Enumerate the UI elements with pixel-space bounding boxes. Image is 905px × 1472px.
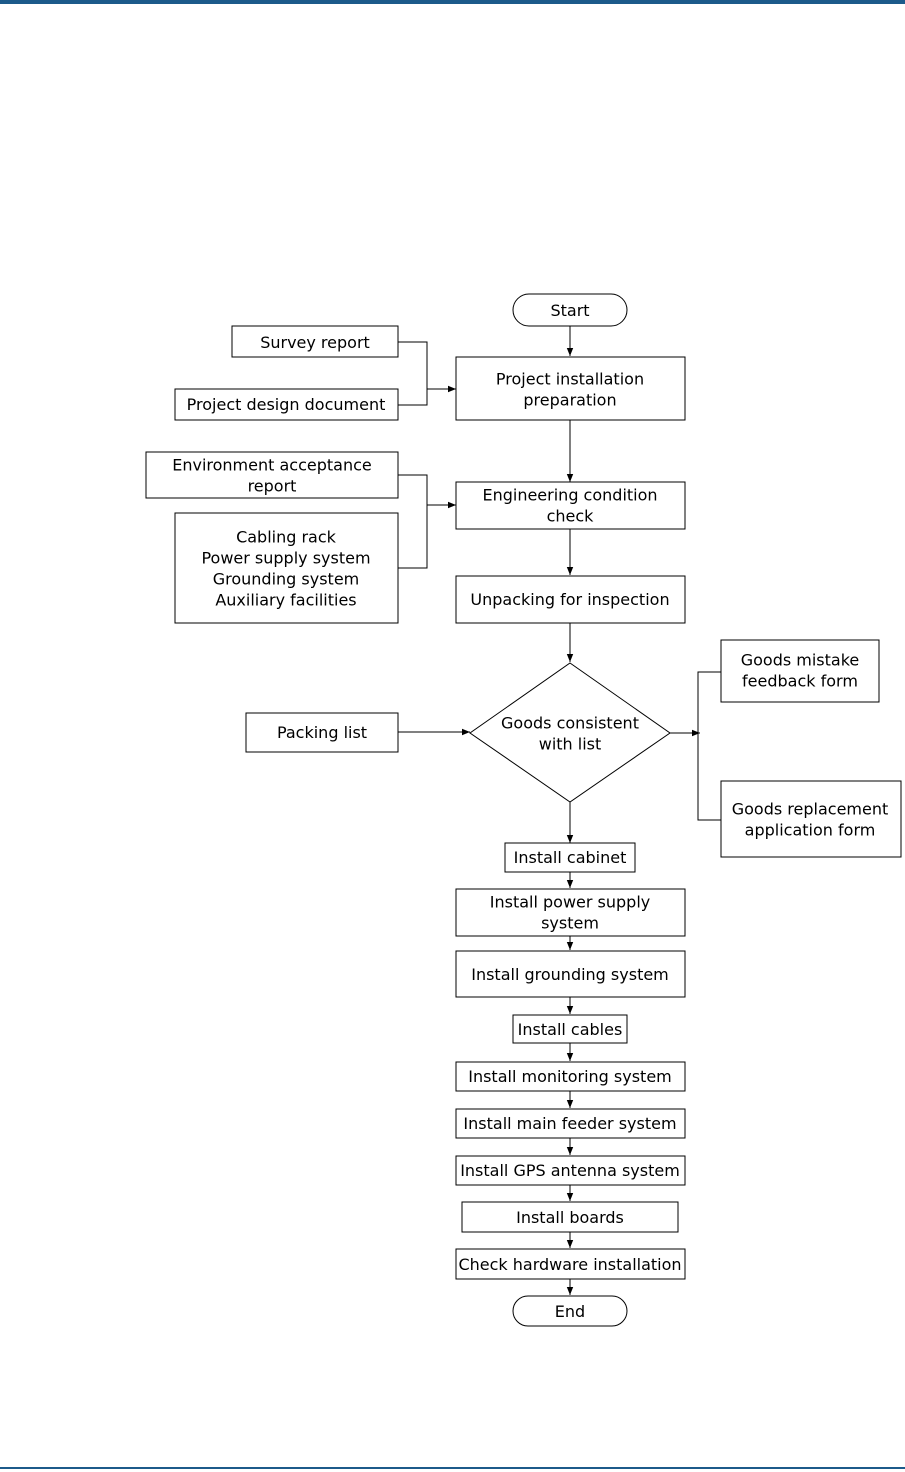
label-line: Survey report: [260, 333, 370, 352]
start-label: Start: [550, 301, 589, 320]
installation-preparation-box: Project installation preparation: [455, 356, 686, 421]
label-line: Engineering condition: [482, 486, 657, 505]
label-line: Project installation: [496, 370, 644, 389]
design-doc-label: Project design document: [187, 395, 386, 414]
label-line: Project design document: [187, 395, 386, 414]
start-node: Start: [512, 293, 628, 327]
label-line: Grounding system: [213, 570, 360, 589]
end-node: End: [512, 1295, 628, 1327]
label-line: preparation: [523, 391, 616, 410]
design-document-box: Project design document: [174, 388, 399, 421]
label-line: Goods mistake: [741, 651, 860, 670]
check-hardware-box: Check hardware installation: [455, 1248, 686, 1280]
install-power-label: Install power supply system: [490, 893, 651, 933]
engineering-check-box: Engineering condition check: [455, 481, 686, 530]
env-report-label: Environment acceptance report: [172, 456, 372, 496]
install-power-box: Install power supply system: [455, 888, 686, 937]
label-line: feedback form: [742, 672, 858, 691]
check-hardware-label: Check hardware installation: [458, 1255, 681, 1274]
replacement-form-label: Goods replacement application form: [732, 800, 889, 840]
install-cables-label: Install cables: [518, 1020, 623, 1039]
install-cabinet-label: Install cabinet: [514, 848, 627, 867]
install-feeder-label: Install main feeder system: [463, 1114, 676, 1133]
label-line: End: [555, 1302, 585, 1321]
label-line: Install grounding system: [471, 965, 669, 984]
label-line: Install main feeder system: [463, 1114, 676, 1133]
install-grounding-box: Install grounding system: [455, 950, 686, 998]
label-line: with list: [539, 735, 602, 754]
label-line: Unpacking for inspection: [470, 590, 669, 609]
eng-check-label: Engineering condition check: [482, 486, 657, 526]
label-line: Goods replacement: [732, 800, 889, 819]
install-boards-box: Install boards: [461, 1201, 679, 1233]
install-monitoring-label: Install monitoring system: [468, 1067, 672, 1086]
label-line: Start: [550, 301, 589, 320]
install-prep-label: Project installation preparation: [496, 370, 644, 410]
label-line: Power supply system: [201, 549, 370, 568]
label-line: Install monitoring system: [468, 1067, 672, 1086]
packing-list-label: Packing list: [277, 723, 367, 742]
goods-mistake-form-box: Goods mistake feedback form: [720, 639, 880, 703]
label-line: Check hardware installation: [458, 1255, 681, 1274]
install-gps-box: Install GPS antenna system: [455, 1155, 686, 1186]
label-line: Install cabinet: [514, 848, 627, 867]
label-line: Auxiliary facilities: [215, 591, 356, 610]
label-line: application form: [745, 821, 876, 840]
mistake-form-label: Goods mistake feedback form: [741, 651, 860, 691]
install-grounding-label: Install grounding system: [471, 965, 669, 984]
goods-replacement-form-box: Goods replacement application form: [720, 780, 902, 858]
unpacking-box: Unpacking for inspection: [455, 575, 686, 624]
footer-rule: [0, 1467, 905, 1469]
connectors: [398, 326, 721, 1295]
label-line: Install boards: [516, 1208, 624, 1227]
install-monitoring-box: Install monitoring system: [455, 1061, 686, 1092]
label-line: Goods consistent: [501, 714, 639, 733]
install-cabinet-box: Install cabinet: [504, 842, 636, 873]
label-line: Environment acceptance: [172, 456, 372, 475]
label-line: system: [541, 914, 599, 933]
goods-consistent-decision: Goods consistent with list: [469, 662, 671, 803]
survey-report-label: Survey report: [260, 333, 370, 352]
goods-decision-label: Goods consistent with list: [501, 714, 639, 754]
packing-list-box: Packing list: [245, 712, 399, 753]
label-line: Install power supply: [490, 893, 651, 912]
label-line: report: [248, 477, 297, 496]
install-feeder-box: Install main feeder system: [455, 1108, 686, 1139]
install-gps-label: Install GPS antenna system: [460, 1161, 680, 1180]
header-rule: [0, 0, 905, 4]
label-line: Install cables: [518, 1020, 623, 1039]
install-cables-box: Install cables: [512, 1014, 628, 1044]
label-line: Install GPS antenna system: [460, 1161, 680, 1180]
label-line: Cabling rack: [236, 528, 337, 547]
unpacking-label: Unpacking for inspection: [470, 590, 669, 609]
environment-report-box: Environment acceptance report: [145, 451, 399, 499]
install-boards-label: Install boards: [516, 1208, 624, 1227]
end-label: End: [555, 1302, 585, 1321]
survey-report-box: Survey report: [231, 325, 399, 358]
label-line: check: [547, 507, 595, 526]
label-line: Packing list: [277, 723, 367, 742]
